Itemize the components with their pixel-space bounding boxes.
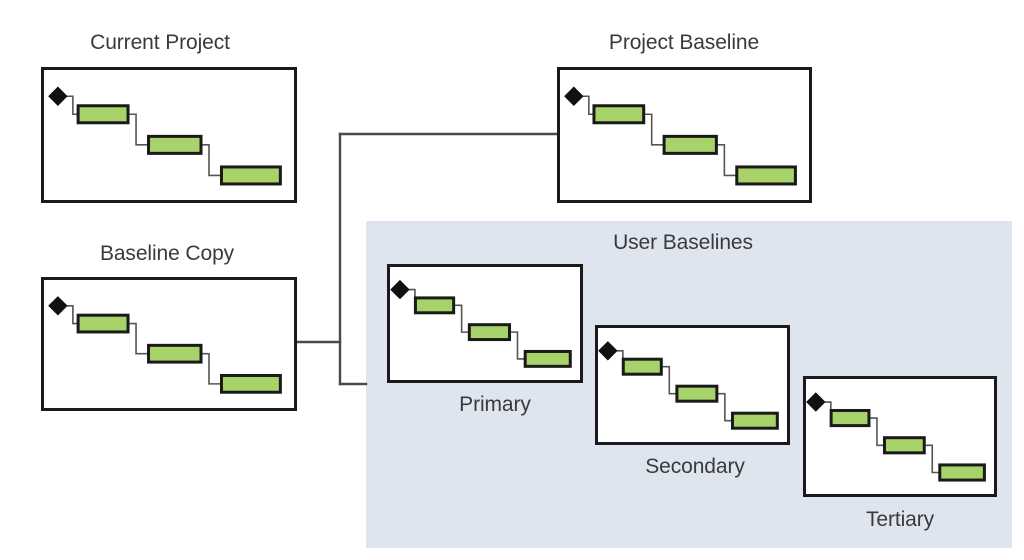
- gantt-bar-primary-3: [523, 349, 572, 368]
- gantt-link-lines-project-baseline: [582, 95, 737, 177]
- gantt-bar-current-project-1: [76, 104, 130, 125]
- gantt-bar-project-baseline-3: [735, 165, 797, 186]
- gantt-bar-tertiary-2: [882, 436, 926, 455]
- panel-label-baseline-copy: Baseline Copy: [99, 242, 235, 265]
- gantt-milestone-primary: [390, 279, 410, 300]
- panel-label-secondary: Secondary: [645, 455, 745, 478]
- gantt-bar-project-baseline-2: [662, 134, 718, 155]
- gantt-bar-primary-2: [467, 323, 512, 342]
- gantt-milestone-secondary: [598, 341, 618, 361]
- gantt-milestone-current-project: [48, 86, 68, 106]
- panel-primary: [387, 264, 583, 383]
- panel-current-project: [41, 67, 297, 203]
- gantt-bar-current-project-3: [219, 165, 282, 186]
- gantt-bar-project-baseline-1: [592, 104, 646, 125]
- gantt-bar-baseline-copy-1: [76, 313, 130, 334]
- gantt-bar-secondary-3: [730, 411, 779, 430]
- user-baselines-group-label: User Baselines: [613, 231, 753, 254]
- panel-secondary: [595, 325, 790, 445]
- gantt-bar-secondary-1: [621, 357, 663, 376]
- panel-label-project-baseline: Project Baseline: [608, 31, 760, 54]
- panel-project-baseline: [557, 67, 812, 203]
- panel-label-tertiary: Tertiary: [865, 508, 935, 531]
- gantt-bar-baseline-copy-2: [147, 343, 203, 364]
- panel-tertiary: [803, 376, 997, 497]
- gantt-milestone-baseline-copy: [48, 296, 68, 316]
- panel-label-current-project: Current Project: [90, 31, 230, 54]
- gantt-milestone-tertiary: [806, 392, 826, 412]
- panel-baseline-copy: [41, 277, 297, 411]
- gantt-bar-baseline-copy-3: [219, 373, 282, 394]
- gantt-milestone-project-baseline: [564, 86, 584, 106]
- gantt-bar-secondary-2: [675, 384, 719, 403]
- gantt-link-lines-baseline-copy: [66, 305, 222, 385]
- gantt-bar-primary-1: [413, 296, 456, 315]
- gantt-bar-tertiary-1: [829, 408, 871, 428]
- gantt-bar-current-project-2: [147, 134, 203, 155]
- gantt-link-lines-current-project: [66, 95, 222, 177]
- panel-label-primary: Primary: [459, 393, 531, 416]
- gantt-bar-tertiary-3: [938, 463, 986, 482]
